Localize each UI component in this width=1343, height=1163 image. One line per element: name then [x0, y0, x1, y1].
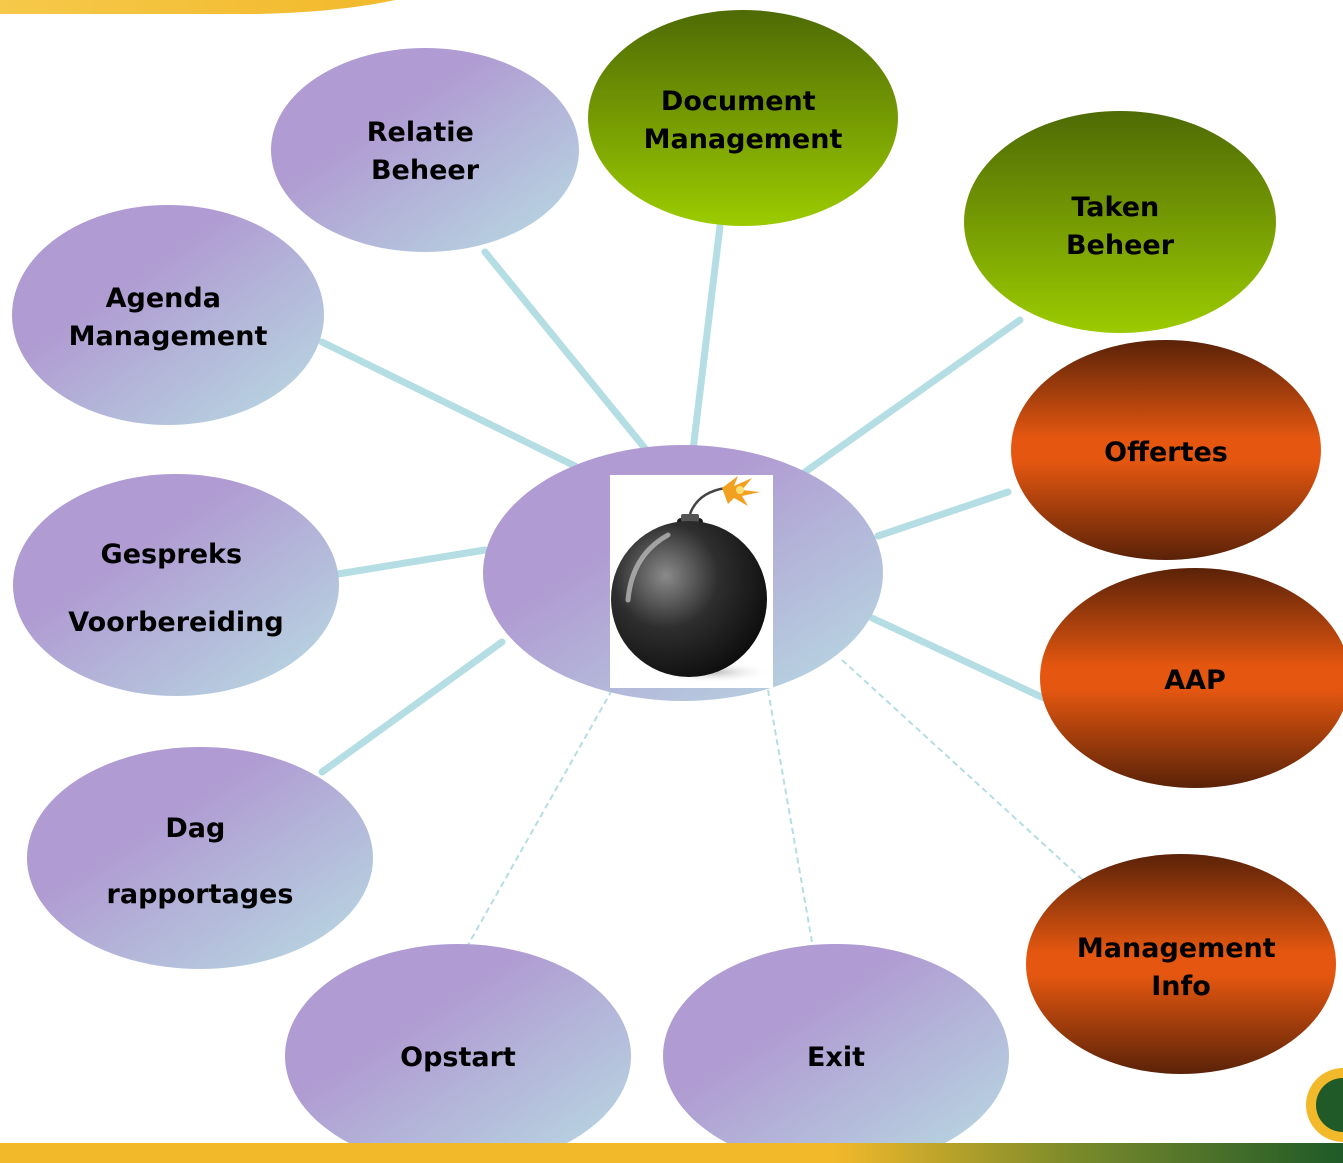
node-label-line: Offertes	[1104, 437, 1228, 468]
node-shape	[27, 747, 373, 969]
node-shape	[12, 205, 324, 425]
node-shape	[1011, 340, 1321, 560]
node-management-info[interactable]: Management Info	[1026, 854, 1336, 1074]
node-label-line: Taken	[1071, 192, 1159, 223]
connector-dag-rapportages	[318, 638, 506, 776]
node-document-management[interactable]: Document Management	[588, 10, 898, 226]
svg-text:AAP: AAP	[1164, 665, 1226, 696]
bottom-decor-bar	[0, 1143, 1343, 1163]
node-label-line: Agenda	[106, 283, 221, 314]
svg-text:Dag rapportages: Dag rapportages	[107, 813, 294, 910]
node-label-line: Document	[661, 86, 816, 117]
dashed-connectors	[467, 659, 1086, 946]
node-dag-rapportages[interactable]: Dag rapportages	[27, 747, 373, 969]
node-label-line: Management	[644, 124, 843, 155]
node-shape	[271, 48, 579, 252]
node-label-line: Opstart	[400, 1042, 516, 1073]
node-taken-beheer[interactable]: Taken Beheer	[964, 111, 1276, 333]
connector-agenda-management	[318, 338, 579, 470]
svg-text:Taken Beheer: Taken Beheer	[1066, 192, 1175, 261]
svg-text:Opstart: Opstart	[400, 1042, 516, 1073]
svg-text:Offertes: Offertes	[1104, 437, 1228, 468]
node-relatie-beheer[interactable]: Relatie Beheer	[271, 48, 579, 252]
node-offertes[interactable]: Offertes	[1011, 340, 1321, 560]
node-shape	[1040, 568, 1343, 788]
node-shape	[964, 111, 1276, 333]
node-label-line: rapportages	[107, 879, 294, 910]
node-shape	[13, 474, 339, 696]
node-label-line: Exit	[807, 1042, 865, 1073]
svg-text:Management Info: Management Info	[1077, 933, 1285, 1002]
svg-text:Gespreks Voorbereiding: Gespreks Voorbereiding	[68, 539, 284, 638]
node-shape	[588, 10, 898, 226]
center-node[interactable]	[483, 445, 883, 701]
node-opstart[interactable]: Opstart	[285, 944, 631, 1163]
node-aap[interactable]: AAP	[1040, 568, 1343, 788]
node-label-line: Dag	[165, 813, 225, 844]
bomb-icon	[611, 476, 772, 683]
node-label-line: Voorbereiding	[68, 607, 284, 638]
node-shape	[285, 944, 631, 1163]
node-gespreks-voorbereiding[interactable]: Gespreks Voorbereiding	[13, 474, 339, 696]
connectors	[318, 222, 1052, 776]
node-label-line: Beheer	[1066, 230, 1175, 261]
connector-taken-beheer	[801, 316, 1024, 476]
node-shape	[1026, 854, 1336, 1074]
top-decor-bar	[0, 0, 395, 14]
connector-document-management	[689, 222, 724, 454]
connector-aap	[868, 614, 1052, 704]
svg-text:Relatie Beheer: Relatie Beheer	[367, 117, 483, 186]
node-agenda-management[interactable]: Agenda Management	[12, 205, 324, 425]
connector-exit	[767, 689, 813, 943]
node-label-line: Relatie	[367, 117, 474, 148]
connector-opstart	[467, 689, 613, 946]
node-label-line: Management	[69, 321, 268, 352]
svg-text:Document Management: Document Management	[644, 86, 843, 155]
connector-management-info	[841, 659, 1086, 883]
node-label-line: AAP	[1164, 665, 1226, 696]
logo-icon	[1306, 1068, 1343, 1142]
node-exit[interactable]: Exit	[663, 944, 1009, 1163]
node-label-line: Beheer	[371, 155, 480, 186]
connector-relatie-beheer	[481, 248, 652, 456]
connector-gespreks-voorbereiding	[334, 546, 489, 578]
node-label-line: Management	[1077, 933, 1276, 964]
svg-text:Exit: Exit	[807, 1042, 865, 1073]
node-shape	[663, 944, 1009, 1163]
svg-text:Agenda Management: Agenda Management	[69, 283, 268, 352]
node-label-line: Gespreks	[101, 539, 243, 570]
connector-offertes	[874, 488, 1012, 540]
node-label-line: Info	[1151, 971, 1211, 1002]
